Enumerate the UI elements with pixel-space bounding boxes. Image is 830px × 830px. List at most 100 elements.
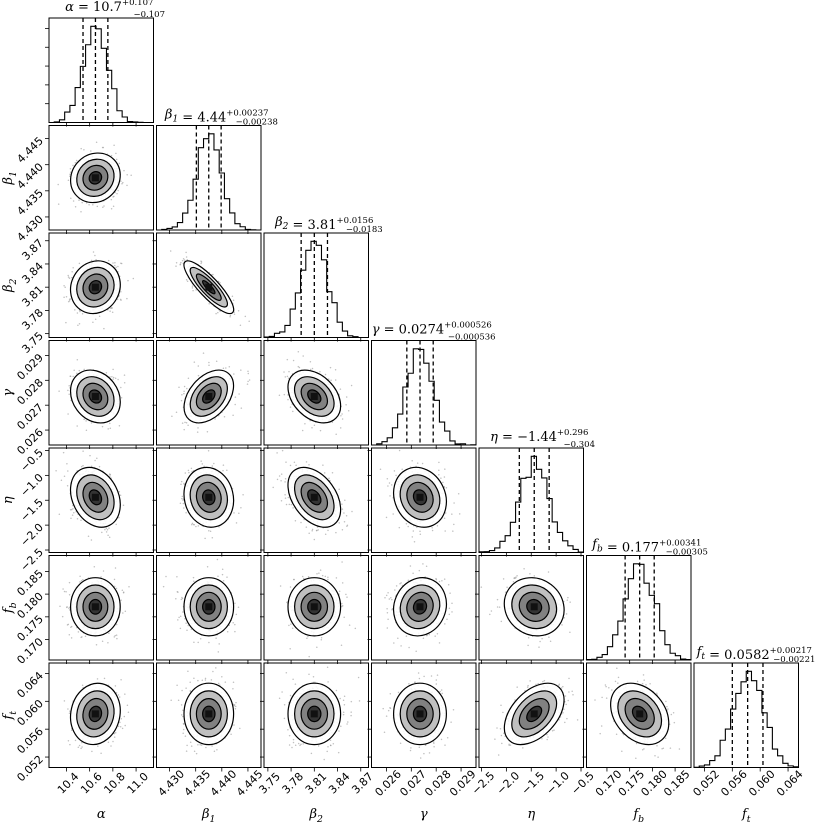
density-peak-5-4	[530, 603, 538, 611]
panel-4-3	[367, 447, 477, 557]
density-peak-6-5	[636, 710, 644, 718]
title-6: ft = 0.0582+0.00217	[696, 645, 812, 663]
ytick-label-2-2: 3.81	[19, 283, 46, 310]
xtick-label-4-4: −0.5	[569, 769, 597, 797]
ylabel-6: ft	[1, 711, 19, 721]
density-peak-4-2	[310, 493, 318, 501]
density-peak-5-2	[310, 603, 318, 611]
title-2: β2 = 3.81+0.0156	[274, 215, 373, 233]
frame-6-6	[693, 662, 799, 768]
density-peak-6-2	[310, 710, 318, 718]
ylabel-1: β1	[1, 171, 19, 185]
hist-0	[49, 25, 154, 124]
hist-5	[585, 563, 692, 661]
panel-5-1	[152, 555, 262, 664]
ytick-label-6-2: 0.060	[14, 697, 45, 728]
xlabel-5: fb	[632, 807, 644, 825]
density-peak-4-0	[91, 493, 99, 501]
hist-2	[263, 240, 369, 339]
xlabel-6: ft	[741, 807, 751, 825]
density-peak-5-1	[205, 603, 213, 611]
frame-5-1	[156, 555, 262, 661]
panel-5-3	[367, 555, 477, 664]
xtick-label-0-0: 10.4	[55, 770, 82, 797]
xtick-label-1-2: 4.440	[208, 768, 239, 799]
ytick-label-4-1: −2.0	[18, 521, 46, 549]
xtick-label-0-3: 11.0	[125, 770, 152, 797]
hist-6	[693, 670, 800, 768]
panel-2-1	[152, 232, 262, 342]
title-3: γ = 0.0274+0.000526	[372, 321, 492, 338]
ylabel-4: η	[1, 496, 16, 504]
frame-6-0	[48, 662, 154, 768]
frame-2-1	[156, 232, 262, 338]
frame-6-3	[371, 662, 477, 768]
density-peak-5-0	[91, 603, 99, 611]
density-peak-4-3	[416, 493, 424, 501]
xtick-label-4-2: −1.5	[519, 769, 547, 797]
frame-1-1	[156, 125, 262, 231]
density-peak-2-1	[205, 283, 213, 291]
frame-3-0	[48, 340, 154, 446]
panel-6-2: 3.753.783.813.843.87	[256, 662, 376, 797]
ytick-label-1-2: 4.440	[14, 160, 45, 191]
panel-4-4: η = −1.44+0.296−0.304	[478, 428, 595, 557]
xtick-label-6-3: 0.064	[774, 768, 805, 799]
ytick-label-3-1: 0.027	[14, 401, 45, 432]
panel-3-3: γ = 0.0274+0.000526−0.000536	[371, 321, 496, 449]
ytick-label-6-3: 0.064	[14, 669, 45, 700]
xtick-label-2-4: 3.87	[349, 770, 376, 797]
xtick-label-1-1: 4.435	[182, 768, 213, 799]
frame-3-1	[156, 340, 262, 446]
density-peak-5-3	[416, 603, 424, 611]
frame-3-3	[371, 340, 477, 446]
frame-6-5	[586, 662, 692, 768]
xtick-label-1-0: 4.430	[156, 768, 187, 799]
ytick-label-5-3: 0.185	[14, 567, 45, 598]
ytick-label-1-1: 4.435	[14, 187, 45, 218]
xtick-label-6-2: 0.060	[746, 768, 777, 799]
xtick-label-4-1: −2.0	[494, 769, 522, 797]
xtick-label-3-0: 0.026	[372, 768, 403, 799]
panel-2-2: β2 = 3.81+0.0156−0.0183	[263, 215, 383, 342]
ytick-label-1-3: 4.445	[14, 134, 45, 165]
title-minus-3: −0.000536	[448, 333, 496, 343]
title-minus-5: −0.00305	[666, 548, 708, 558]
panel-4-1	[152, 447, 262, 557]
frame-0-0	[48, 17, 154, 123]
ytick-label-6-1: 0.056	[14, 725, 45, 756]
ytick-label-2-1: 3.78	[19, 306, 46, 333]
ytick-label-3-3: 0.029	[14, 351, 45, 382]
xlabel-2: β2	[309, 807, 324, 825]
xtick-label-5-3: 0.185	[661, 768, 692, 799]
density-peak-1-0	[91, 174, 99, 182]
frame-1-0	[48, 125, 154, 231]
density-peak-6-0	[91, 710, 99, 718]
panel-2-0: 3.753.783.813.843.87	[19, 232, 154, 356]
xlabel-1: β1	[201, 807, 215, 825]
title-minus-6: −0.00221	[773, 655, 815, 665]
frame-2-2	[263, 232, 369, 338]
xtick-label-0-1: 10.6	[78, 770, 105, 797]
frame-5-5	[586, 555, 692, 661]
ytick-label-3-2: 0.028	[14, 376, 45, 407]
ytick-label-2-3: 3.84	[19, 260, 46, 287]
panel-5-2	[260, 555, 369, 664]
density-peak-6-4	[530, 710, 538, 718]
title-1: β1 = 4.44+0.00237	[164, 108, 269, 126]
xtick-label-2-2: 3.81	[303, 770, 330, 797]
title-minus-2: −0.0183	[346, 225, 383, 235]
title-minus-4: −0.304	[564, 440, 595, 450]
panel-6-4: −2.5−2.0−1.5−1.0−0.5	[469, 662, 597, 797]
density-peak-4-1	[205, 493, 213, 501]
density-peak-6-3	[416, 710, 424, 718]
panel-3-2	[260, 340, 369, 449]
frame-6-2	[263, 662, 369, 768]
